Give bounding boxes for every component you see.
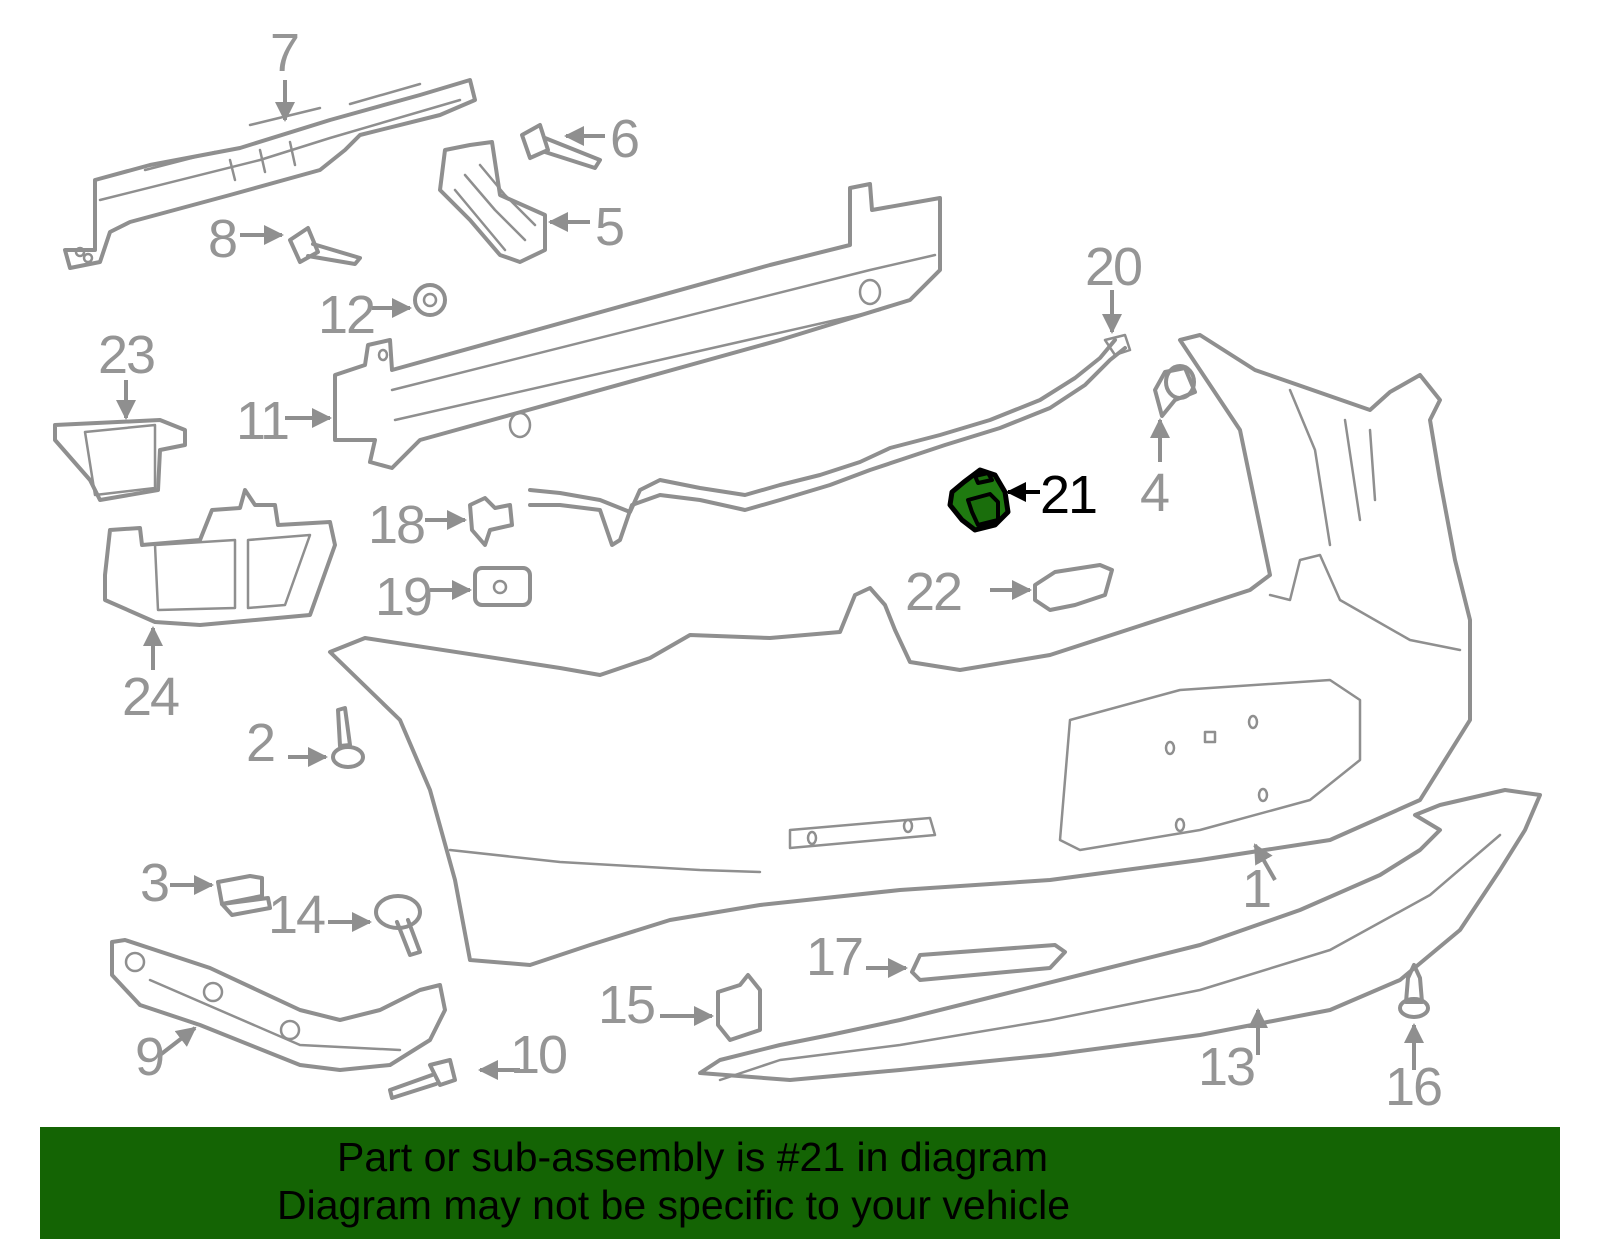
part-14-bolt	[374, 894, 422, 957]
part-18-clip	[468, 496, 514, 547]
part-22-bracket	[1033, 563, 1114, 612]
part-16-pushpin	[1398, 963, 1430, 1019]
callout-19: 19	[375, 567, 433, 627]
callout-20: 20	[1085, 237, 1143, 297]
part-5-bracket	[438, 140, 547, 264]
callout-10: 10	[510, 1025, 568, 1085]
callout-16: 16	[1385, 1057, 1443, 1117]
part-info-banner: Part or sub-assembly is #21 in diagram D…	[40, 1127, 1560, 1239]
part-15-bracket	[716, 973, 762, 1042]
callout-21-highlighted[interactable]: 21	[1040, 465, 1098, 525]
callout-23: 23	[98, 325, 156, 385]
callout-12: 12	[318, 285, 376, 345]
callout-8: 8	[208, 209, 238, 269]
callout-4: 4	[1140, 463, 1170, 523]
callout-15: 15	[598, 975, 656, 1035]
part-12-nut	[413, 283, 447, 317]
part-17-reflector	[910, 943, 1067, 982]
part-19-grommet	[473, 566, 532, 607]
callout-5: 5	[595, 197, 625, 257]
part-23-module	[53, 418, 187, 502]
banner-disclaimer: Diagram may not be specific to your vehi…	[277, 1182, 1071, 1228]
callout-14: 14	[268, 885, 326, 945]
part-24-bracket	[103, 488, 337, 627]
part-13-valance	[698, 788, 1542, 1082]
part-2-screw	[331, 706, 365, 769]
callout-1: 1	[1242, 859, 1272, 919]
part-4-sensor	[1153, 364, 1197, 418]
part-6-rivet	[520, 123, 602, 170]
callout-3: 3	[140, 853, 170, 913]
part-1-bumper-cover	[328, 333, 1472, 967]
part-8-rivet	[288, 226, 362, 266]
part-21-highlighted[interactable]	[947, 467, 1011, 533]
part-7-bracket	[63, 78, 477, 270]
banner-part-message: Part or sub-assembly is #21 in diagram	[337, 1134, 1048, 1180]
callout-22: 22	[905, 562, 963, 622]
part-3-clip	[216, 874, 272, 917]
callout-6: 6	[610, 109, 640, 169]
callout-7: 7	[270, 23, 300, 83]
callout-24: 24	[122, 667, 180, 727]
callout-9: 9	[135, 1027, 165, 1087]
part-11-impact-bar	[333, 182, 942, 470]
callout-2: 2	[246, 713, 276, 773]
callout-11: 11	[236, 391, 290, 451]
callout-17: 17	[806, 927, 864, 987]
callout-18: 18	[368, 495, 426, 555]
part-10-rivet	[388, 1058, 457, 1100]
callout-13: 13	[1198, 1037, 1256, 1097]
part-20-wiring-harness	[528, 333, 1132, 547]
part-9-bracket	[110, 938, 447, 1072]
